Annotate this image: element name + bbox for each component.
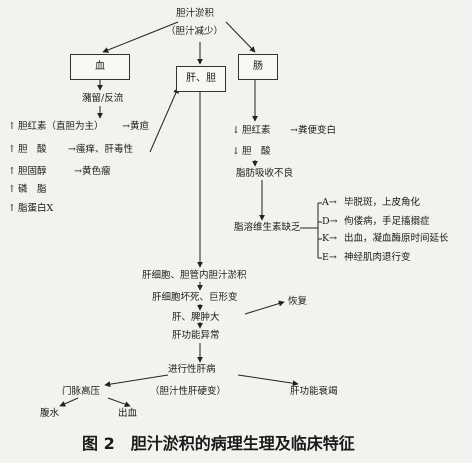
center-recovery: 恢复 bbox=[288, 296, 308, 307]
vit-d-key: D→ bbox=[322, 216, 338, 227]
left-bile-acid: 胆 酸 bbox=[18, 144, 47, 155]
arrow-itch-to-liver bbox=[149, 87, 179, 153]
left-bilirubin: 胆红素（直胆为主） bbox=[18, 121, 104, 132]
arrow-top-to-blood bbox=[102, 21, 179, 53]
down-arrow-icon: ↓ bbox=[232, 146, 240, 157]
arrow-top-to-intestine bbox=[225, 21, 256, 53]
center-ascites: 腹水 bbox=[40, 408, 60, 419]
top-title: 胆汁淤积 bbox=[176, 8, 215, 19]
arrow-to-recover bbox=[244, 300, 285, 315]
left-cholesterol: 胆固醇 bbox=[18, 166, 47, 177]
vit-e-key: E→ bbox=[322, 252, 337, 263]
box-intestine: 肠 bbox=[238, 54, 278, 80]
reflux-label: 瀦留/反流 bbox=[82, 93, 124, 104]
arrow-portal-bleed bbox=[107, 397, 131, 408]
left-phospholipid: 磷 脂 bbox=[18, 184, 47, 195]
down-arrow-icon: ↓ bbox=[232, 125, 240, 136]
left-lipoprotein-x: 脂蛋白X bbox=[18, 203, 54, 214]
box-liver: 肝、胆 bbox=[176, 66, 226, 92]
center-portal-hypertension: 门脉高压 bbox=[62, 386, 101, 397]
up-arrow-icon: ↑ bbox=[8, 144, 16, 155]
center-progressive-liver-disease: 进行性肝病 bbox=[168, 364, 216, 375]
right-fat-malabsorption: 脂肪吸收不良 bbox=[236, 168, 294, 179]
arrow-progress-portal bbox=[104, 374, 169, 388]
up-arrow-icon: ↑ bbox=[8, 203, 16, 214]
vit-a-key: A→ bbox=[322, 197, 337, 208]
right-vitamin-deficiency: 脂溶维生素缺乏 bbox=[234, 222, 301, 233]
left-itch: →瘙痒、肝毒性 bbox=[68, 144, 133, 155]
left-jaundice: →黄疸 bbox=[122, 121, 149, 132]
left-xanthoma: →黄色瘤 bbox=[74, 166, 111, 177]
arrow-portal-ascites bbox=[59, 397, 79, 407]
up-arrow-icon: ↑ bbox=[8, 166, 16, 177]
up-arrow-icon: ↑ bbox=[8, 121, 16, 132]
center-lft-abnormal: 肝功能异常 bbox=[172, 330, 220, 341]
top-subtitle: （胆汁减少） bbox=[166, 26, 224, 37]
right-bile-acid: 胆 酸 bbox=[242, 146, 271, 157]
figure-caption: 图 2 胆汁淤积的病理生理及临床特征 bbox=[82, 434, 355, 453]
vit-k-key: K→ bbox=[322, 233, 338, 244]
center-biliary-cirrhosis: （胆汁性肝硬变） bbox=[150, 386, 227, 397]
center-bleeding: 出血 bbox=[118, 408, 138, 419]
box-blood: 血 bbox=[70, 54, 130, 80]
arrow-progress-failure bbox=[237, 374, 299, 387]
center-liver-failure: 肝功能衰竭 bbox=[290, 386, 338, 397]
vit-e-effect: 神经肌肉退行变 bbox=[344, 252, 411, 263]
center-necrosis: 肝细胞坏死、巨形变 bbox=[152, 292, 238, 303]
up-arrow-icon: ↑ bbox=[8, 184, 16, 195]
center-organomegaly: 肝、脾肿大 bbox=[172, 312, 220, 323]
vit-k-effect: 出血，凝血酶原时间延长 bbox=[344, 233, 449, 244]
right-stool: →粪便变白 bbox=[290, 125, 336, 136]
vit-a-effect: 毕脱斑，上皮角化 bbox=[344, 197, 421, 208]
center-cholestasis: 肝细胞、胆管内胆汁淤积 bbox=[142, 270, 247, 281]
right-bilirubin: 胆红素 bbox=[242, 125, 271, 136]
vit-d-effect: 佝偻病，手足搐搦症 bbox=[344, 216, 430, 227]
